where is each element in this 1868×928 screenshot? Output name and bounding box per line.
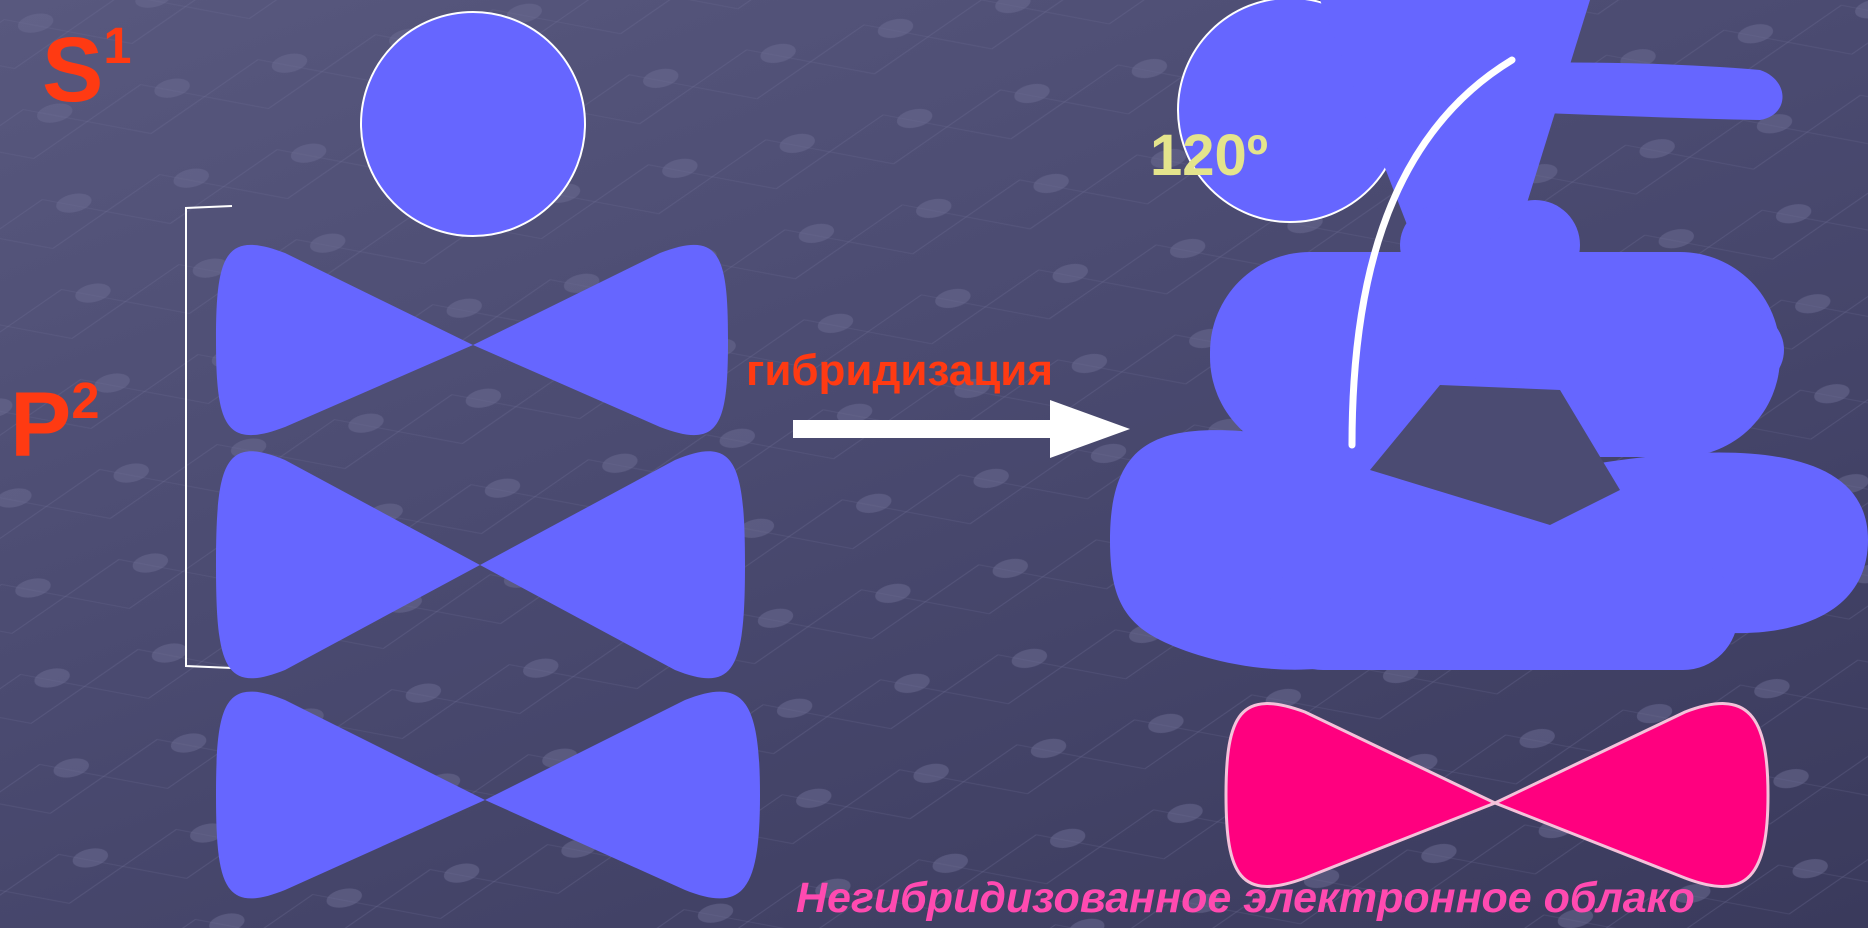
p-orbitals-bracket	[185, 205, 233, 669]
hybrid-band-lower	[1268, 560, 1738, 670]
p-orbital-3	[216, 691, 760, 899]
p-orbital-label: P2	[10, 373, 100, 478]
hybrid-lobe-top-right	[1380, 62, 1783, 120]
hybridization-label: гибридизация	[746, 346, 1053, 395]
s-orbital	[360, 11, 586, 237]
p-superscript: 2	[71, 372, 100, 430]
unhybridized-cloud-caption: Негибридизованное электронное облако	[796, 874, 1695, 922]
arrow-icon	[793, 400, 1130, 458]
p-letter: P	[10, 374, 72, 476]
hybrid-small-lobe-far	[1708, 312, 1784, 388]
p-orbital-1	[216, 244, 728, 436]
s-orbital-label: S1	[42, 18, 132, 123]
angle-arc	[1348, 56, 1516, 449]
angle-label: 120º	[1150, 123, 1268, 188]
p-orbital-2	[216, 451, 745, 679]
hybrid-center-cutout	[1370, 385, 1620, 525]
hybrid-orbitals-group	[1110, 0, 1868, 670]
s-superscript: 1	[103, 17, 132, 75]
s-letter: S	[42, 19, 104, 121]
unhybridized-orbital	[1224, 702, 1770, 888]
